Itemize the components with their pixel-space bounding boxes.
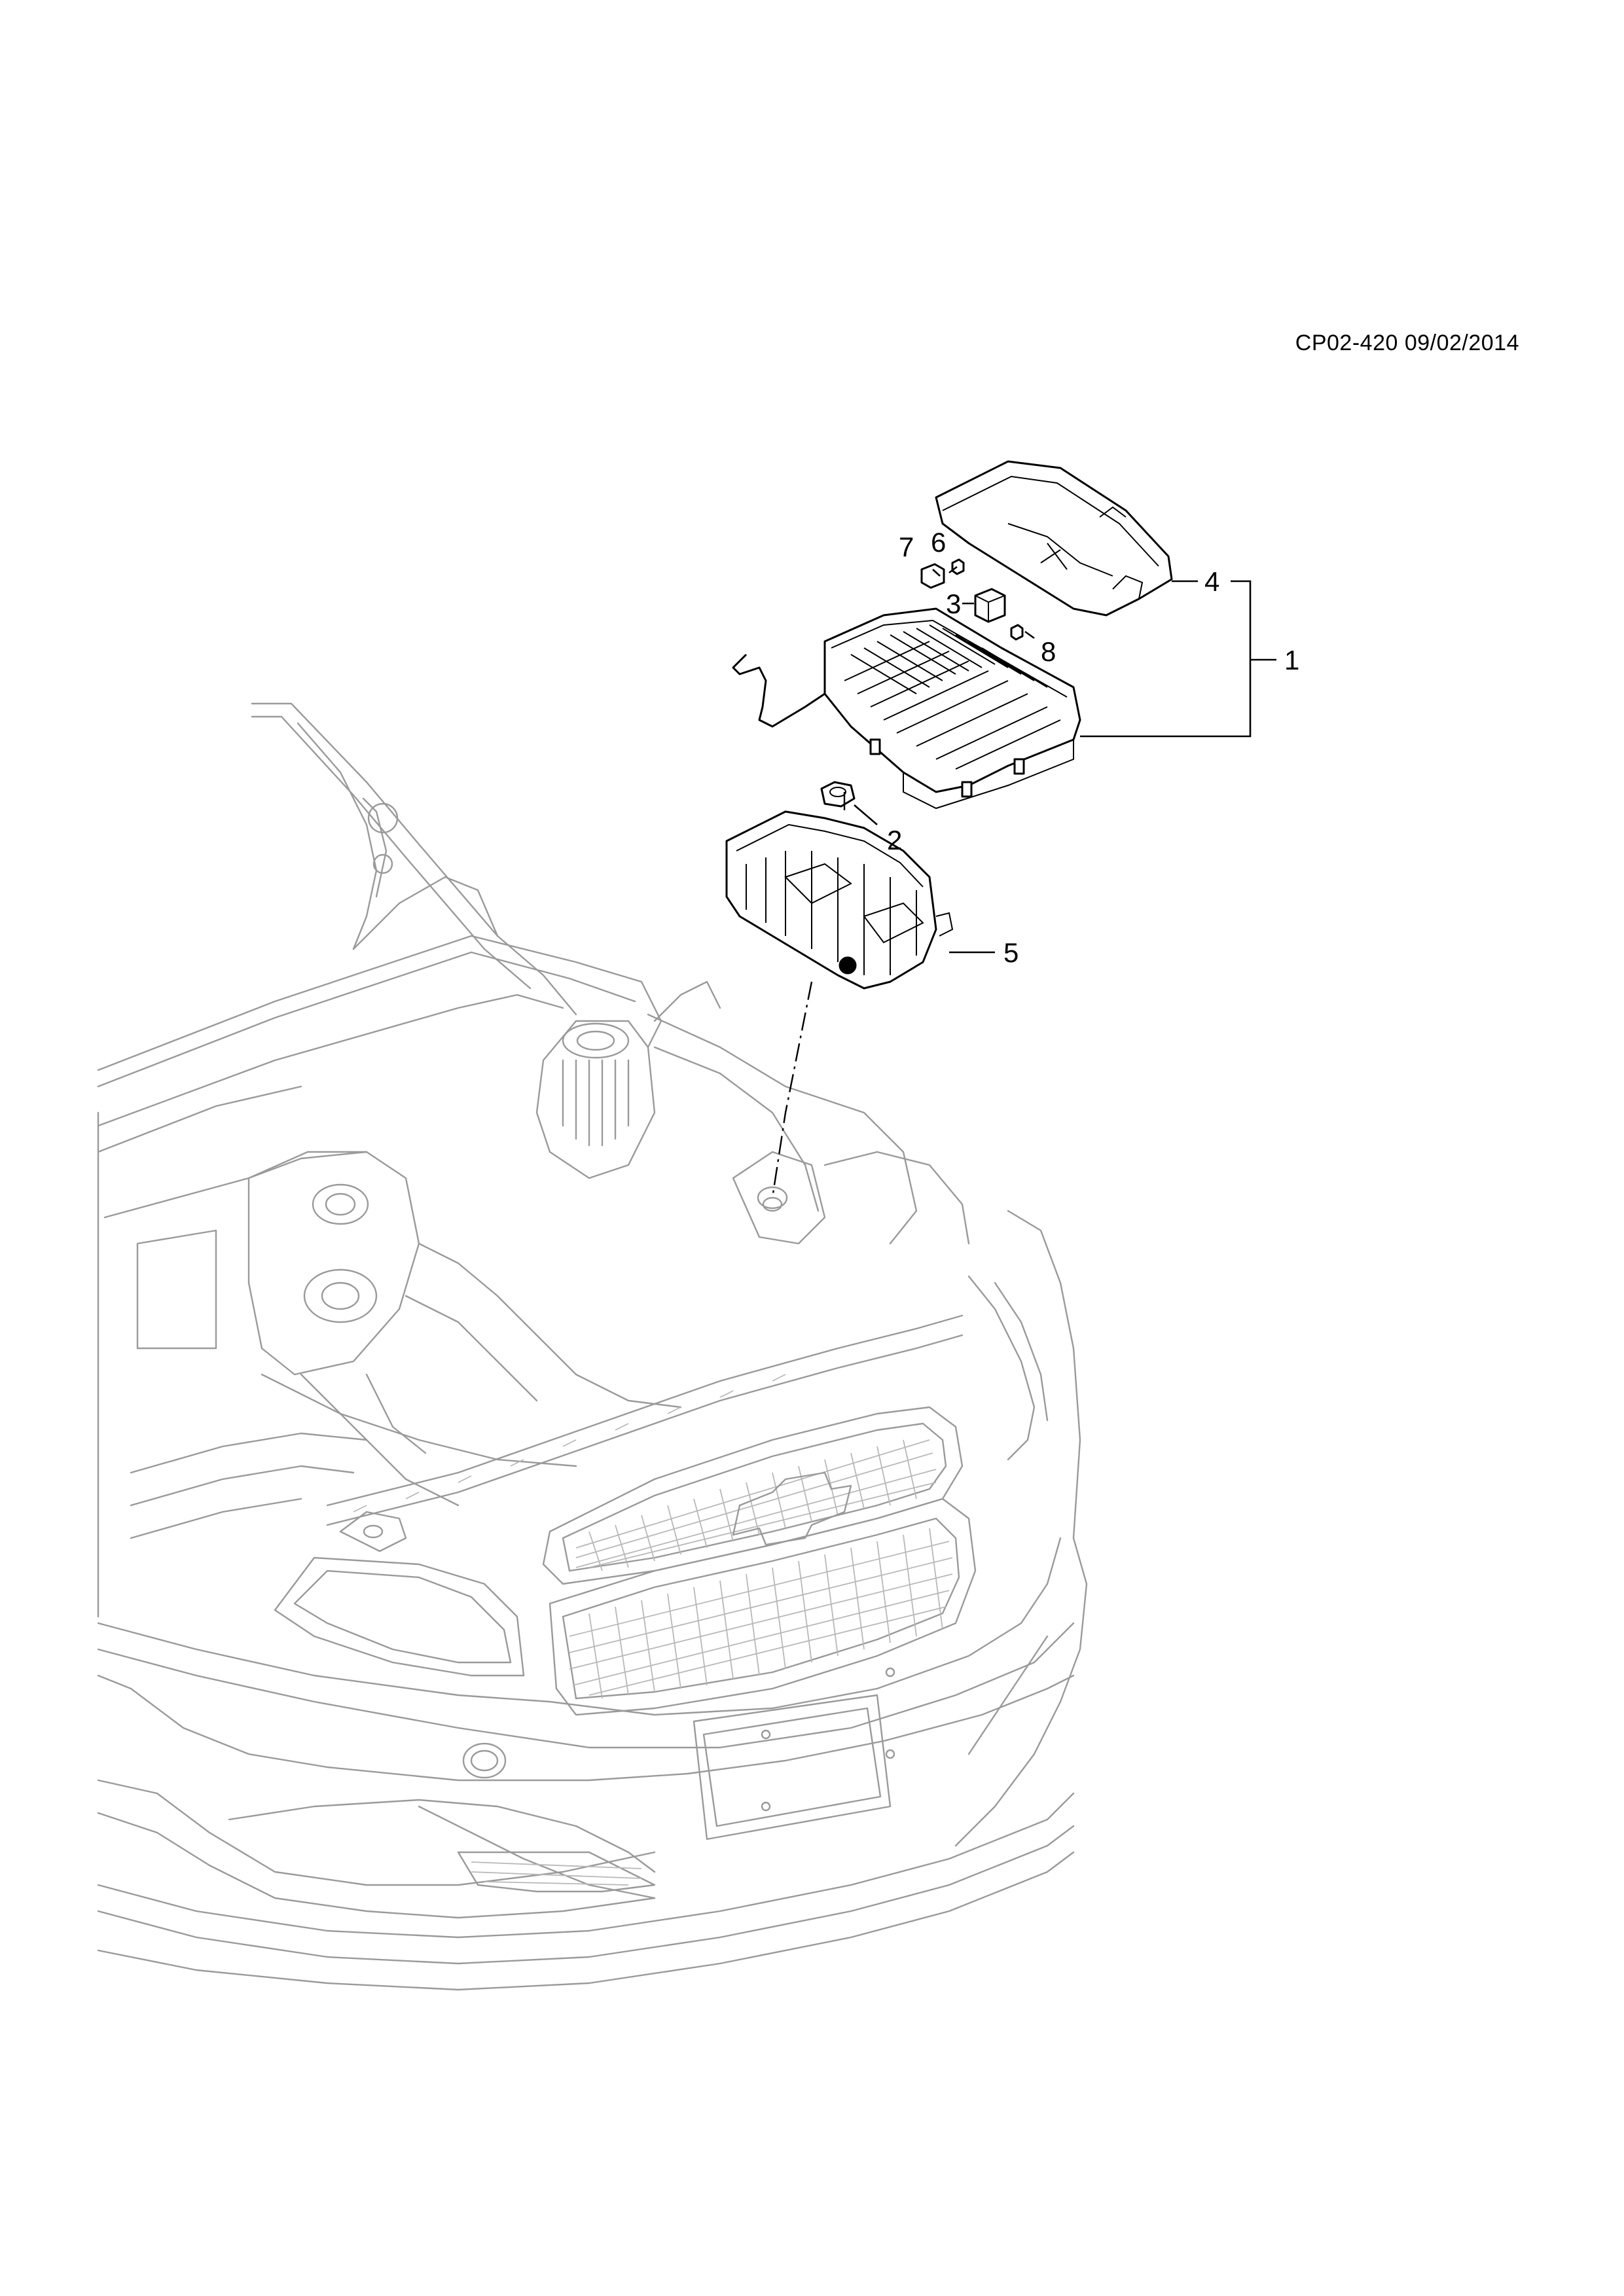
callout-7: 7: [899, 531, 914, 562]
part-1-fuse-block-assembly: [732, 607, 1081, 810]
callout-2: 2: [887, 825, 902, 855]
assembly-centerline: [771, 792, 846, 1198]
callout-6: 6: [931, 527, 946, 558]
part-7-fuse: [920, 563, 945, 589]
part-6-mini-fuse: [951, 558, 965, 575]
callout-5: 5: [1003, 937, 1019, 968]
vehicle-front-illustration: [97, 702, 1088, 1991]
leader-lines: [854, 565, 1276, 954]
part-4-fuse-box-cover: [935, 460, 1173, 617]
part-2-nut: [820, 781, 856, 808]
part-8-mini-fuse: [1010, 624, 1024, 641]
callout-1: 1: [1284, 645, 1299, 675]
part-3-relay: [974, 588, 1006, 623]
part-5-fuse-box-bracket: [725, 810, 954, 990]
callout-8: 8: [1041, 636, 1056, 667]
callout-3: 3: [946, 588, 961, 619]
callout-4: 4: [1204, 566, 1219, 597]
document-code-date: CP02-420 09/02/2014: [1295, 331, 1519, 355]
callout-labels: 7 6 3 8 4 1 2 5: [887, 527, 1299, 968]
